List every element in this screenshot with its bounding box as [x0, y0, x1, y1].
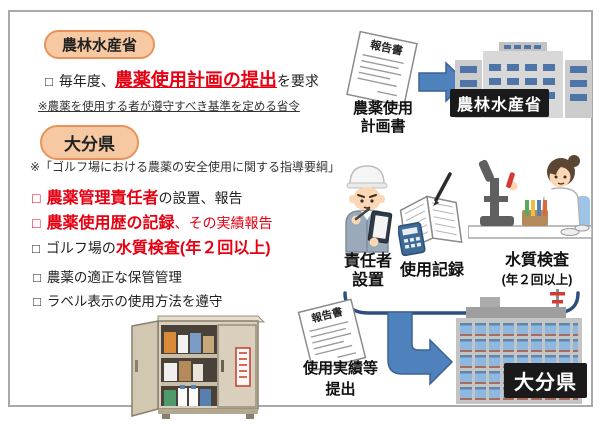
- maff-doc-caption-line1: 農薬使用: [352, 100, 413, 117]
- checkbox-icon: □: [32, 215, 41, 231]
- bullet-strong: 水質検査(年２回以上): [115, 240, 271, 257]
- manager-caption-line1: 責任者: [343, 253, 392, 270]
- bullet-strong: 農薬管理責任者: [46, 190, 159, 207]
- maff-doc-caption-line2: 計画書: [360, 118, 406, 135]
- bullet-strong: 農薬使用歴の記録: [46, 215, 175, 232]
- oita-bullet-manager: □ 農薬管理責任者の設置、報告: [32, 184, 242, 208]
- manager-caption: 責任者 設置: [334, 252, 402, 290]
- oita-note: ※「ゴルフ場における農薬の安全使用に関する指導要綱」: [30, 160, 341, 174]
- oita-bullet-storage: □ 農薬の適正な保管管理: [33, 266, 182, 287]
- bullet-rest: の設置、報告: [158, 190, 243, 206]
- arrow-down-right-icon: [386, 312, 456, 390]
- bullet-rest: 、その実績報告: [174, 215, 273, 231]
- maff-bullet-highlight: 農薬使用計画の提出: [114, 70, 277, 90]
- oita-section-heading: 大分県: [40, 125, 139, 160]
- checkbox-icon: □: [32, 190, 41, 206]
- oita-bullet-label-use: □ ラベル表示の使用方法を遵守: [33, 290, 222, 311]
- water-caption-line2: (年２回以上): [501, 273, 573, 287]
- maff-bullet-post: を要求: [276, 73, 319, 89]
- report-document-icon: 報告書: [297, 298, 367, 372]
- submit-caption: 使用実績等 提出: [293, 358, 388, 400]
- water-test-icon: [468, 148, 592, 256]
- checkbox-icon: □: [32, 241, 40, 256]
- maff-section-heading: 農林水産省: [44, 30, 156, 59]
- oita-title: 大分県: [64, 135, 115, 154]
- checkbox-icon: □: [45, 74, 53, 89]
- maff-bullet: □ 毎年度、農薬使用計画の提出を要求: [45, 66, 319, 92]
- maff-building-label: 農林水産省: [450, 89, 550, 117]
- record-caption: 使用記録: [399, 262, 464, 279]
- site-manager-icon: [336, 162, 398, 254]
- bullet-pre: ゴルフ場の: [45, 240, 116, 256]
- oita-bullet-record: □ 農薬使用歴の記録、その実績報告: [32, 209, 272, 233]
- oita-bullet-water: □ ゴルフ場の水質検査(年２回以上): [32, 234, 271, 258]
- checkbox-icon: □: [33, 294, 41, 309]
- maff-doc-caption: 農薬使用 計画書: [343, 100, 423, 136]
- maff-bullet-pre: 毎年度、: [58, 73, 115, 89]
- submit-caption-line2: 提出: [325, 381, 356, 398]
- bullet-text: ラベル表示の使用方法を遵守: [46, 294, 223, 309]
- oita-building-label: 大分県: [504, 363, 587, 398]
- manager-caption-line2: 設置: [351, 272, 384, 289]
- pesticide-storage-cabinet-photo: [128, 308, 270, 420]
- water-caption-line1: 水質検査: [504, 252, 569, 269]
- usage-record-icon: [398, 172, 466, 256]
- bullet-text: 農薬の適正な保管管理: [46, 270, 182, 285]
- maff-title: 農林水産省: [62, 37, 138, 54]
- checkbox-icon: □: [33, 270, 41, 285]
- report-document-icon: 報告書: [346, 30, 418, 108]
- submit-caption-line1: 使用実績等: [302, 360, 378, 377]
- maff-note: ※農薬を使用する者が遵守すべき基準を定める省令: [38, 101, 300, 113]
